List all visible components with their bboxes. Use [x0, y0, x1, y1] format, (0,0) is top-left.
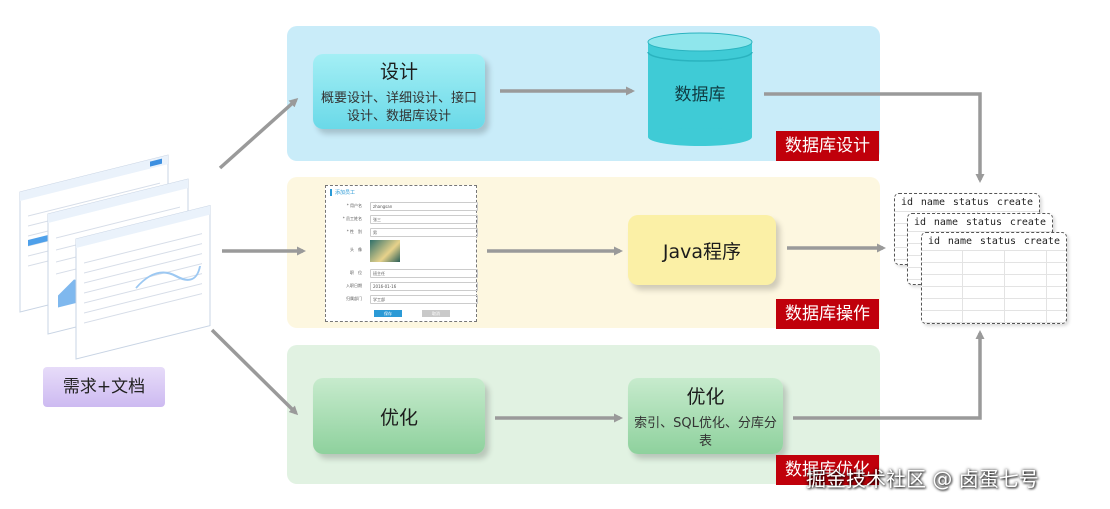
employee-form-illustration: 添加员工 * 用户名 zhangsan * 员工姓名 张三 * 性 别 男 头 …	[325, 185, 478, 322]
column-header: create	[996, 197, 1033, 208]
form-label: * 员工姓名	[342, 216, 362, 221]
form-label: * 性 别	[346, 229, 362, 234]
form-field: 张三	[370, 215, 478, 224]
form-label: 头 像	[350, 247, 362, 252]
avatar-image	[370, 240, 400, 262]
column-header: create	[1009, 217, 1046, 228]
table-header: id name status create	[922, 233, 1066, 247]
form-row: 职 位 班主任	[332, 269, 478, 278]
java-program-label: Java程序	[662, 240, 742, 263]
form-save-button: 保存	[374, 310, 402, 317]
java-program-card: Java程序	[628, 215, 776, 285]
optimization-tag: 数据库优化	[776, 455, 879, 485]
form-cancel-button: 取消	[422, 310, 450, 317]
optimization-detail-desc: 索引、SQL优化、分库分表	[634, 415, 777, 449]
arrow-opt-to-table	[793, 330, 985, 420]
table-header: id name status create	[895, 194, 1039, 208]
design-card-title: 设计	[379, 61, 418, 83]
arrow-to-optimization	[210, 328, 299, 416]
column-header: id	[901, 197, 914, 208]
design-card-desc: 概要设计、详细设计、接口设计、数据库设计	[320, 91, 477, 124]
table-grid	[922, 250, 1066, 323]
column-header: name	[920, 197, 945, 208]
column-header: status	[952, 197, 989, 208]
form-field: 学工部	[370, 295, 478, 304]
column-header: id	[928, 236, 941, 247]
form-label: 入职日期	[346, 283, 362, 288]
form-row: * 用户名 zhangsan	[332, 202, 478, 211]
operations-tag: 数据库操作	[776, 299, 879, 329]
document-stack-icon	[19, 154, 211, 360]
form-row: * 性 别 男	[332, 228, 478, 237]
form-title: 添加员工	[330, 189, 355, 196]
form-field: 2016-01-16	[370, 282, 478, 291]
column-header: name	[933, 217, 958, 228]
optimization-detail-title: 优化	[686, 385, 725, 408]
column-header: id	[914, 217, 927, 228]
optimization-card-title: 优化	[379, 406, 418, 429]
form-field: zhangsan	[370, 202, 478, 211]
form-row: 头 像	[332, 246, 472, 254]
table-illustration: id name status create	[921, 232, 1067, 324]
design-card: 设计 概要设计、详细设计、接口设计、数据库设计	[313, 54, 485, 129]
form-field: 班主任	[370, 269, 478, 278]
column-header: status	[965, 217, 1002, 228]
optimization-card: 优化	[313, 378, 485, 454]
database-cylinder-icon	[647, 32, 753, 146]
design-tag: 数据库设计	[776, 131, 879, 161]
arrow-db-to-table	[764, 92, 985, 183]
form-row: 入职日期 2016-01-16	[332, 282, 478, 291]
column-header: create	[1023, 236, 1060, 247]
requirements-label: 需求+文档	[43, 367, 165, 407]
arrow-to-design	[218, 97, 299, 170]
form-field: 男	[370, 228, 478, 237]
form-row: 归属部门 学工部	[332, 295, 478, 304]
column-header: name	[947, 236, 972, 247]
form-label: 职 位	[350, 270, 362, 275]
database-label: 数据库	[674, 85, 726, 105]
watermark-text: 掘金技术社区 @ 卤蛋七号	[806, 467, 1039, 491]
form-label: * 用户名	[346, 203, 362, 208]
form-label: 归属部门	[346, 296, 362, 301]
optimization-detail-card: 优化 索引、SQL优化、分库分表	[628, 378, 783, 454]
form-row: * 员工姓名 张三	[332, 215, 478, 224]
column-header: status	[979, 236, 1016, 247]
table-header: id name status create	[908, 214, 1052, 228]
